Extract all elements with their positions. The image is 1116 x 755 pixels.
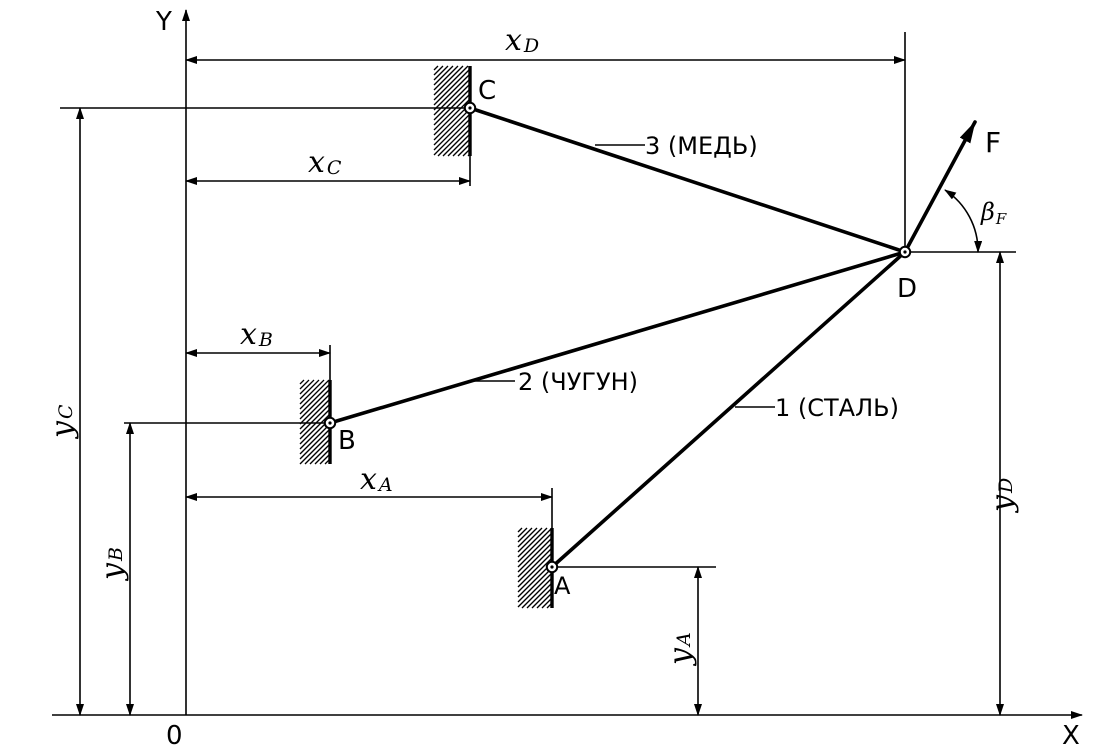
hatch-stroke (433, 78, 471, 116)
hatch-stroke (433, 65, 439, 71)
x-axis-label: X (1062, 721, 1080, 751)
hatch-stroke (433, 83, 471, 121)
hatch-stroke (299, 393, 331, 425)
hatch-stroke (433, 93, 471, 131)
hatch-stroke (299, 379, 330, 410)
rod-3-copper (468, 106, 907, 254)
dim-label-yc: yC (45, 404, 80, 440)
joint-d (898, 245, 912, 259)
hatch-stroke (536, 592, 553, 609)
hatch-stroke (517, 557, 553, 593)
hatch-stroke (517, 527, 538, 548)
rod-3-label: 3 (МЕДЬ) (645, 132, 758, 160)
force-angle-label: βF (980, 198, 1007, 228)
hatch-stroke (442, 128, 471, 157)
joint-a (545, 560, 559, 574)
rod-1-steel (550, 250, 907, 569)
hatch-stroke (299, 423, 331, 455)
joint-c (463, 101, 477, 115)
hatch-stroke (299, 379, 320, 400)
hatch-stroke (433, 65, 444, 76)
hatch-stroke (299, 408, 331, 440)
hatch-stroke (447, 133, 471, 157)
hatch-stroke (299, 413, 331, 445)
hatch-stroke (517, 552, 553, 588)
hatch-stroke (309, 443, 331, 465)
hatch-stroke (299, 388, 331, 420)
dim-label-yb: yB (95, 547, 130, 582)
force-label: F (985, 126, 1001, 159)
joint-b (323, 416, 337, 430)
hatch-stroke (517, 567, 553, 603)
origin-label: 0 (166, 721, 183, 751)
hatch-stroke (433, 88, 471, 126)
hatch-stroke (299, 379, 305, 385)
hatch-stroke (457, 143, 471, 157)
hatch-stroke (433, 65, 449, 81)
hatch-stroke (433, 118, 471, 156)
hatch-stroke (299, 428, 331, 460)
point-label-b: B (338, 426, 356, 456)
hatch-stroke (299, 383, 331, 415)
hatch-stroke (433, 65, 469, 101)
hatch-stroke (433, 65, 454, 86)
hatch-stroke (433, 108, 471, 146)
hatch-stroke (531, 587, 553, 609)
hatch-stroke (526, 582, 553, 609)
hatch-stroke (433, 65, 464, 96)
hatch-stroke (517, 532, 553, 568)
support-b (299, 379, 332, 465)
hatch-stroke (517, 527, 543, 553)
hatch-stroke (433, 113, 471, 151)
point-label-d: D (897, 274, 917, 304)
rod-2-cast-iron (328, 250, 907, 425)
dim-label-ya: yA (663, 632, 698, 667)
hatch-stroke (299, 403, 331, 435)
hatch-stroke (517, 537, 553, 573)
hatch-stroke (299, 398, 331, 430)
hatch-stroke (299, 379, 310, 390)
force-vector (903, 120, 977, 254)
hatch-stroke (433, 65, 459, 91)
hatch-stroke (433, 68, 471, 106)
rod-2-label: 2 (ЧУГУН) (518, 368, 638, 396)
hatch-stroke (517, 542, 553, 578)
hatch-stroke (521, 577, 553, 609)
point-label-c: C (478, 76, 496, 106)
y-axis-label: Y (155, 7, 172, 37)
hatch-stroke (299, 379, 315, 395)
hatch-stroke (437, 123, 471, 157)
hatch-stroke (517, 547, 553, 583)
hatch-stroke (517, 527, 553, 563)
hatch-stroke (433, 73, 471, 111)
hatch-stroke (433, 98, 471, 136)
support-a (517, 527, 554, 609)
hatch-stroke (304, 438, 331, 465)
hatch-stroke (517, 527, 523, 533)
rod-1-label: 1 (СТАЛЬ) (775, 394, 899, 422)
hatch-stroke (517, 572, 553, 608)
point-label-a: A (554, 572, 571, 600)
force-angle-arc (944, 189, 983, 253)
hatch-stroke (314, 448, 331, 465)
hatch-stroke (452, 138, 471, 157)
hatch-stroke (299, 433, 331, 465)
hatch-stroke (299, 379, 325, 405)
hatch-stroke (517, 527, 528, 538)
hatch-stroke (433, 103, 471, 141)
hatch-stroke (517, 527, 533, 543)
dim-label-yd: yD (985, 478, 1020, 514)
hatch-stroke (517, 527, 548, 558)
support-c (433, 65, 472, 157)
